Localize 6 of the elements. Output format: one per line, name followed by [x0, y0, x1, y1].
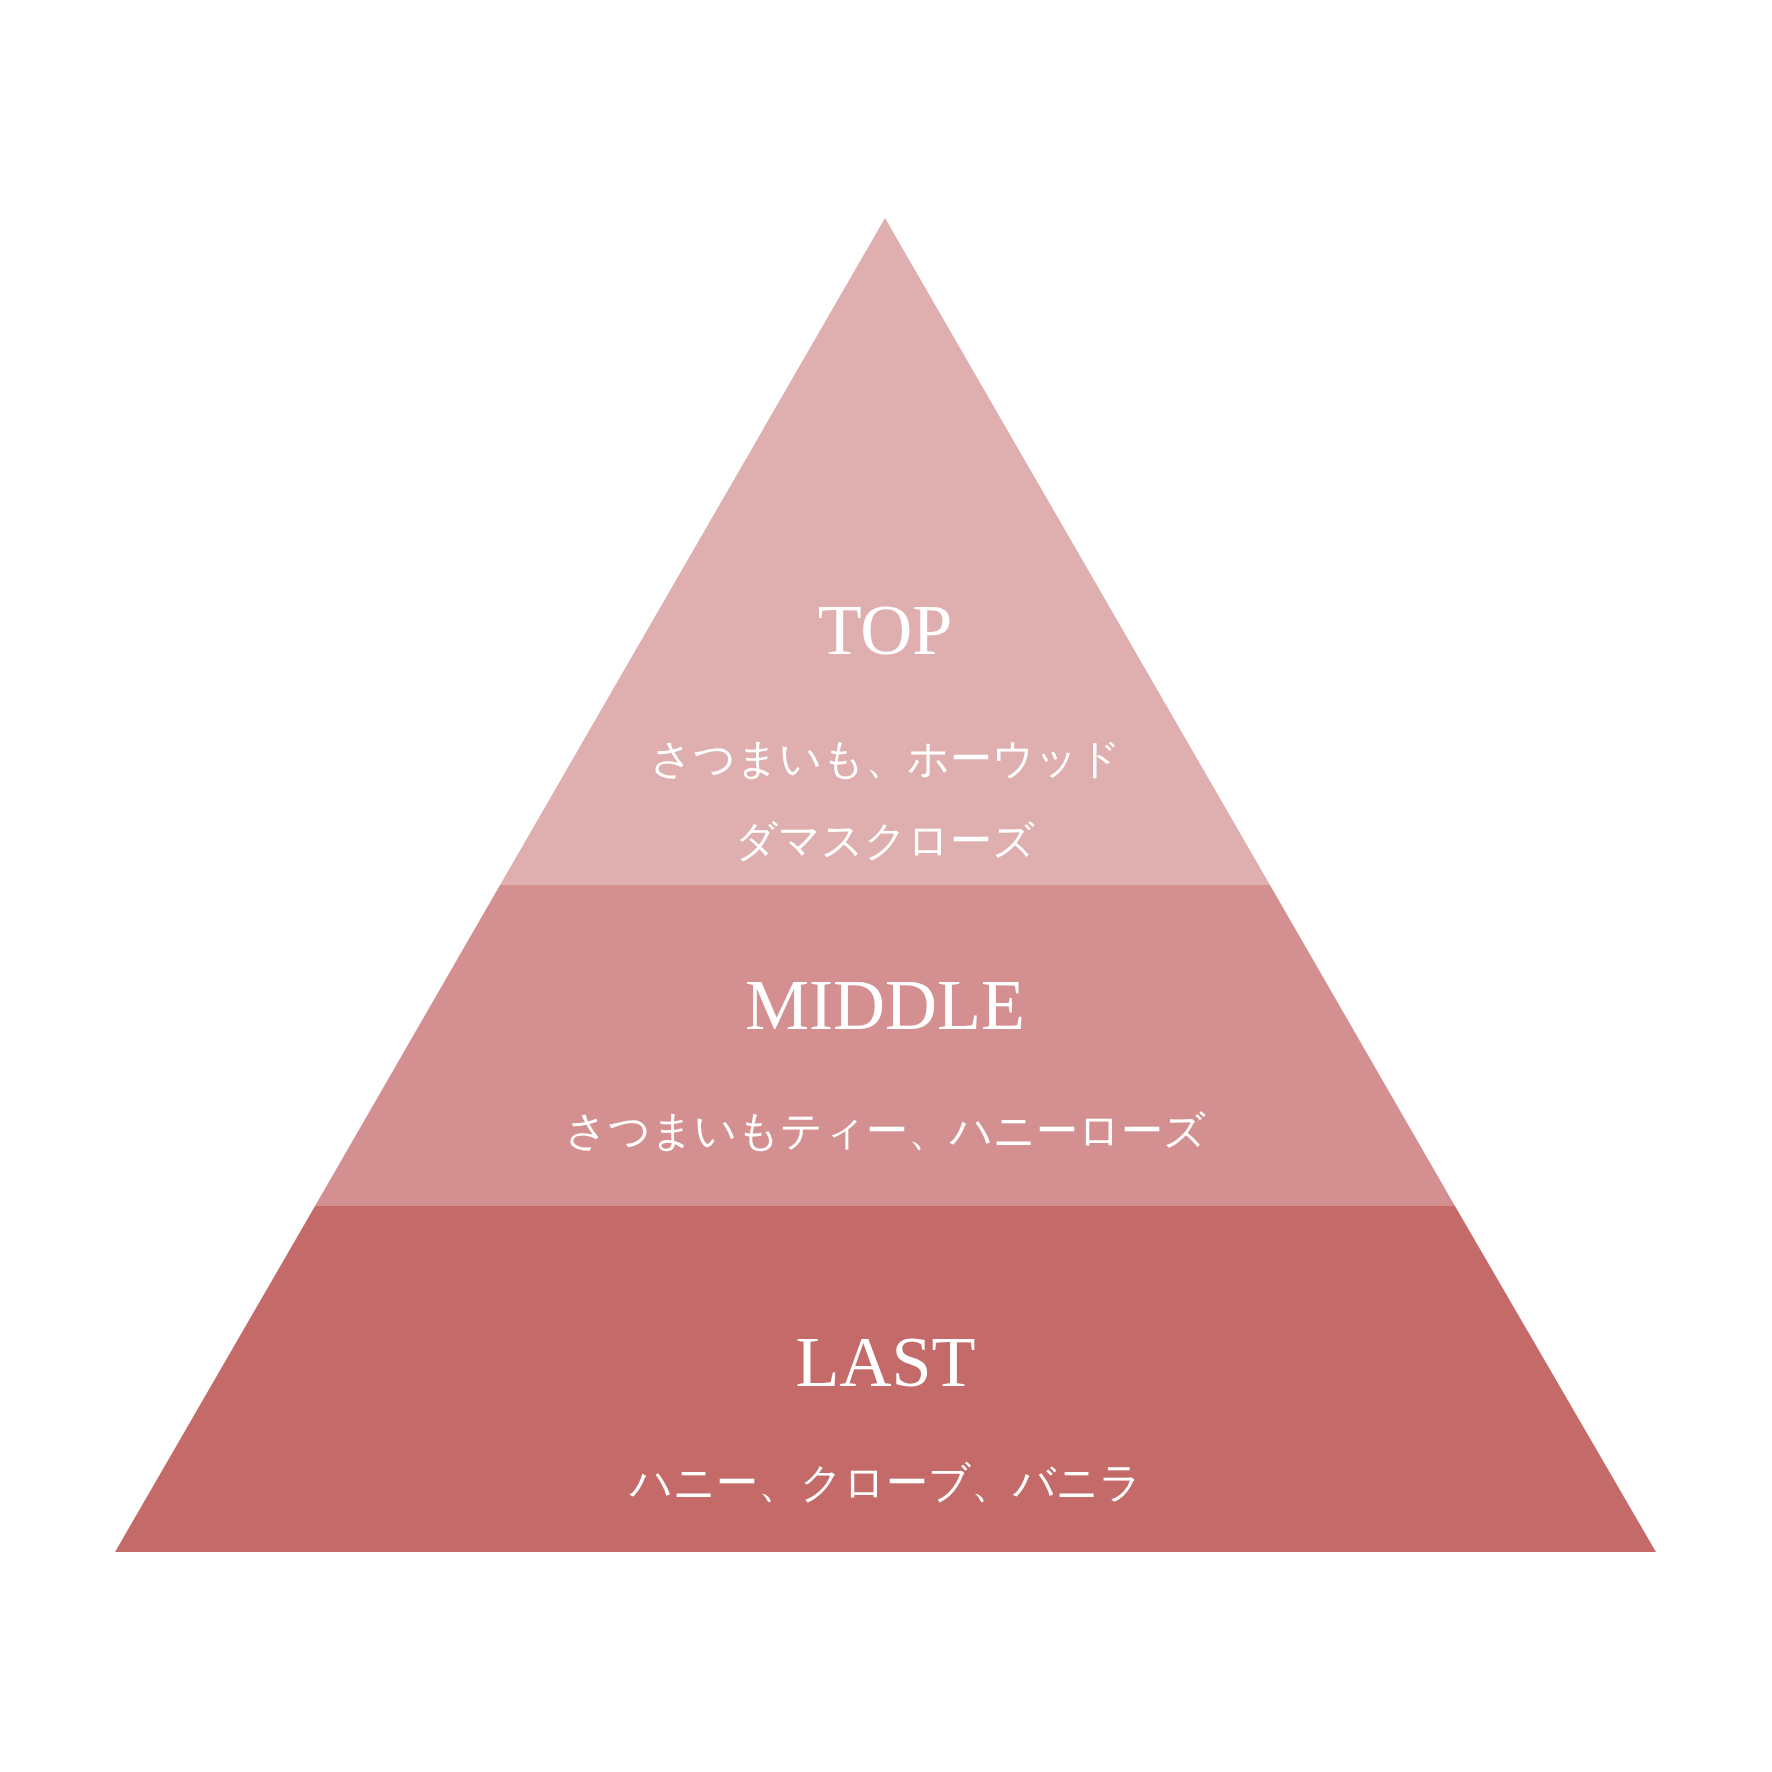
note-list: さつまいもティー、ハニーローズ [315, 1090, 1455, 1172]
note-list: さつまいも、ホーウッドダマスクローズ [640, 718, 1130, 882]
note-list: ハニー、クローブ、バニラ [115, 1442, 1656, 1524]
tier-title: MIDDLE [744, 965, 1026, 1045]
tier-title: LAST [794, 1322, 977, 1402]
tier-title: TOP [816, 590, 954, 670]
